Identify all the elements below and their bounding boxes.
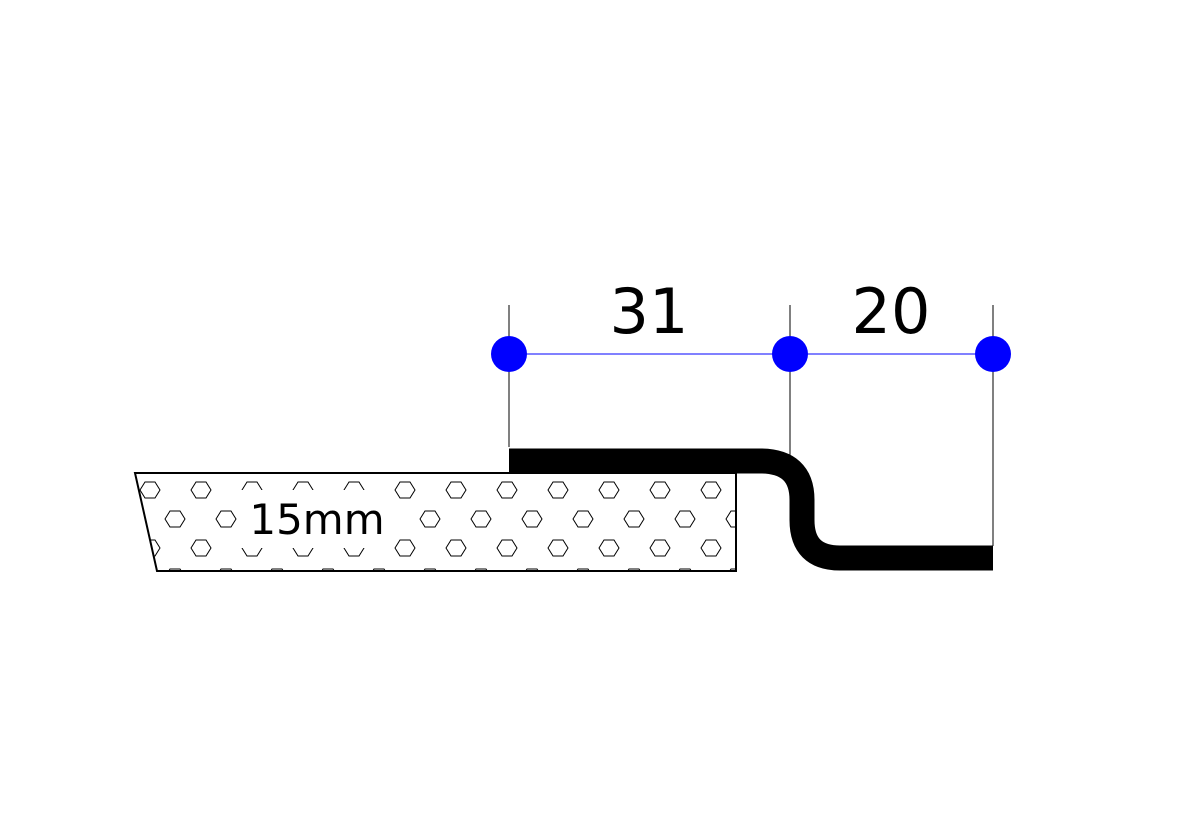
board-fill xyxy=(135,473,736,571)
board: 15mm xyxy=(133,472,737,572)
dimension-point-right xyxy=(975,336,1011,372)
board-thickness-label: 15mm xyxy=(249,495,384,544)
dimension-label-31: 31 xyxy=(610,275,689,348)
label-background xyxy=(240,490,390,548)
dimension-point-middle xyxy=(772,336,808,372)
dimension-label-20: 20 xyxy=(852,275,931,348)
dimension-line: 31 20 xyxy=(491,275,1011,372)
dimension-point-left xyxy=(491,336,527,372)
metal-profile xyxy=(509,448,993,571)
